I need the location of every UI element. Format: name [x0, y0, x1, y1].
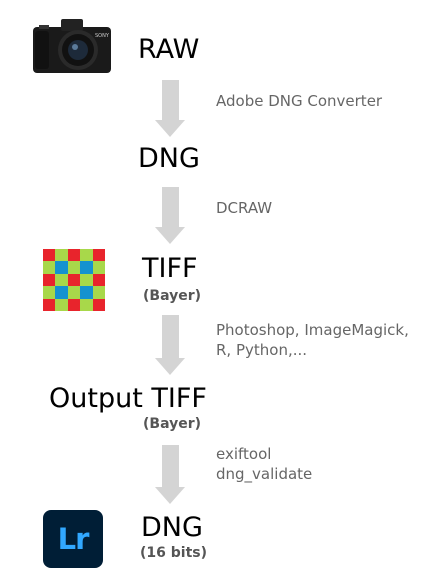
node-output-sub: (Bayer)	[143, 416, 202, 432]
step-label-4-line-2: dng_validate	[216, 465, 313, 483]
arrow-3	[155, 315, 185, 375]
step-label-3-line-2: R, Python,...	[216, 341, 308, 359]
bayer-cell	[43, 273, 56, 287]
bayer-cell	[43, 261, 56, 274]
bayer-cell	[55, 249, 68, 262]
bayer-cell	[80, 273, 93, 287]
bayer-cell	[80, 298, 93, 311]
lightroom-icon: Lr	[43, 510, 103, 568]
bayer-cell	[43, 249, 56, 262]
bayer-cell	[92, 261, 105, 274]
node-output-tiff: Output TIFF	[49, 383, 207, 414]
node-dng-2-sub: (16 bits)	[140, 545, 207, 561]
step-label-2-line: DCRAW	[216, 199, 273, 217]
arrow-2	[155, 187, 185, 244]
step-label-3-line-1: Photoshop, ImageMagick,	[216, 321, 409, 339]
step-label-1-line: Adobe DNG Converter	[216, 92, 383, 110]
bayer-cell	[67, 249, 81, 262]
bayer-cell	[92, 273, 105, 287]
bayer-cell	[92, 286, 105, 299]
node-dng-2: DNG	[141, 512, 203, 543]
step-label-2: DCRAW	[216, 198, 272, 218]
bayer-cell	[43, 286, 56, 299]
bayer-cell	[43, 298, 56, 311]
camera-icon: SONY	[33, 19, 111, 73]
node-raw: RAW	[138, 34, 200, 65]
step-label-1: Adobe DNG Converter	[216, 91, 382, 111]
bayer-cell	[80, 286, 93, 299]
svg-text:SONY: SONY	[95, 33, 110, 39]
bayer-cell	[55, 298, 68, 311]
arrow-4	[155, 445, 185, 504]
node-tiff: TIFF	[142, 253, 198, 284]
bayer-cell	[80, 261, 93, 274]
bayer-cell	[67, 261, 81, 274]
bayer-cell	[92, 249, 105, 262]
node-tiff-sub: (Bayer)	[143, 288, 202, 304]
node-dng-1: DNG	[138, 143, 200, 174]
bayer-cell	[67, 273, 81, 287]
step-label-3: Photoshop, ImageMagick, R, Python,...	[216, 320, 409, 360]
bayer-pattern-icon	[43, 249, 105, 311]
step-label-4: exiftool dng_validate	[216, 444, 312, 484]
bayer-cell	[80, 249, 93, 262]
bayer-cell	[67, 298, 81, 311]
step-label-4-line-1: exiftool	[216, 445, 272, 463]
bayer-cell	[67, 286, 81, 299]
bayer-cell	[55, 286, 68, 299]
bayer-cell	[92, 298, 105, 311]
lightroom-icon-text: Lr	[57, 522, 90, 556]
bayer-cell	[55, 273, 68, 287]
arrow-1	[155, 80, 185, 137]
bayer-cell	[55, 261, 68, 274]
